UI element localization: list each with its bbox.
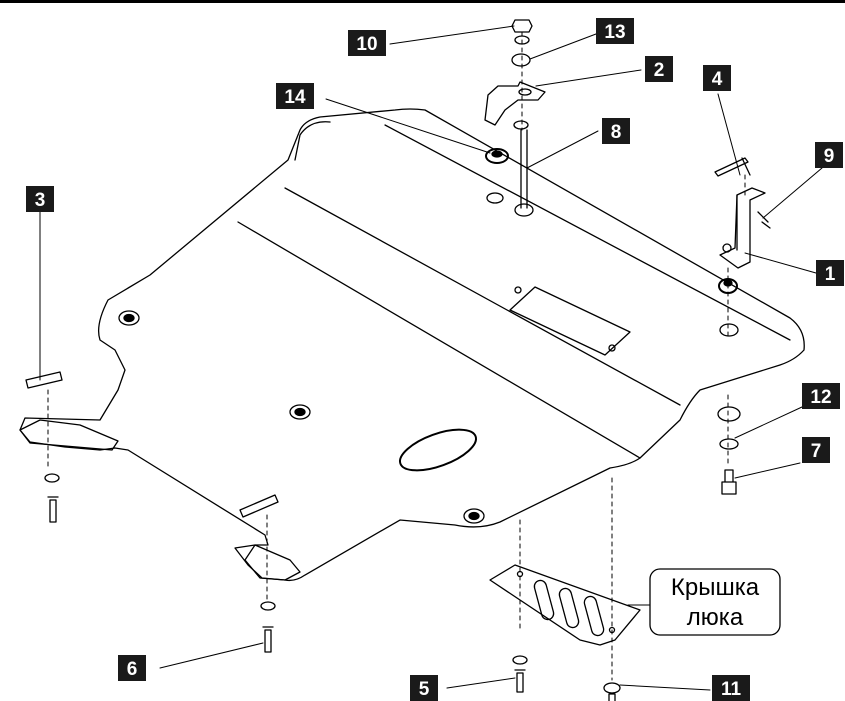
- grommet-14: [485, 148, 509, 164]
- washer-6: [260, 601, 276, 611]
- bolt-left: [47, 496, 59, 523]
- callout-11: 11: [712, 675, 750, 701]
- callout-13: 13: [596, 18, 634, 44]
- callout-6: 6: [118, 655, 146, 681]
- washer-11: [603, 682, 621, 694]
- washer-5: [512, 655, 528, 665]
- bracket-3: [25, 371, 63, 389]
- callout-10: 10: [348, 30, 386, 56]
- washer-12: [719, 438, 739, 450]
- callout-5: 5: [410, 675, 438, 701]
- bolt-11: [608, 693, 616, 701]
- callout-3: 3: [26, 186, 54, 212]
- callout-2: 2: [645, 56, 673, 82]
- callout-12: 12: [802, 383, 840, 409]
- svg-text:14: 14: [284, 87, 306, 108]
- grommet-front: [463, 508, 485, 524]
- svg-text:1: 1: [825, 264, 836, 285]
- svg-text:6: 6: [127, 659, 138, 680]
- callout-8: 8: [602, 118, 630, 144]
- plate-hatch-opening: [509, 286, 631, 356]
- plate-rear-lip: [294, 121, 331, 161]
- svg-text:13: 13: [604, 22, 625, 43]
- washer-below-bracket: [513, 120, 529, 130]
- svg-text:11: 11: [721, 679, 742, 700]
- grommet-center: [289, 404, 311, 420]
- grommet-left: [118, 310, 140, 326]
- nut-10: [511, 19, 533, 33]
- hatch-note-line-2: люка: [687, 604, 744, 631]
- stud-8: [520, 129, 528, 209]
- svg-text:10: 10: [356, 34, 377, 55]
- svg-text:3: 3: [35, 190, 46, 211]
- svg-text:2: 2: [654, 60, 665, 81]
- washer-13: [511, 53, 531, 67]
- skid-plate-outline: [19, 108, 805, 582]
- pin-4: [714, 157, 751, 177]
- bolt-9: [757, 211, 771, 229]
- svg-text:12: 12: [810, 387, 831, 408]
- washer-left: [44, 473, 60, 483]
- stud-base: [514, 203, 534, 217]
- svg-text:7: 7: [811, 441, 822, 462]
- callout-14: 14: [276, 83, 314, 109]
- callout-9: 9: [815, 142, 843, 168]
- bolt-6: [262, 626, 274, 653]
- svg-text:9: 9: [824, 146, 835, 167]
- washer-12-large: [717, 406, 741, 422]
- bracket-2: [484, 81, 546, 126]
- svg-text:4: 4: [712, 69, 723, 90]
- hatch-note-line-1: Крышка: [671, 574, 760, 601]
- bracket-1: [719, 187, 766, 269]
- bolt-5: [514, 669, 526, 693]
- svg-text:8: 8: [611, 122, 622, 143]
- left-rear-flap: [234, 544, 301, 581]
- callout-1: 1: [816, 260, 844, 286]
- plate-fold-line-3: [384, 124, 791, 341]
- hatch-note: Крышка люка: [649, 568, 781, 636]
- plate-fold-line-2: [237, 221, 641, 459]
- svg-text:5: 5: [419, 679, 430, 700]
- callout-4: 4: [703, 65, 731, 91]
- rear-bracket: [239, 494, 279, 518]
- rear-hole: [486, 192, 504, 204]
- top-border: [0, 0, 845, 3]
- bolt-7: [721, 469, 737, 495]
- callout-7: 7: [802, 437, 830, 463]
- left-front-flap: [19, 419, 119, 451]
- oval-cutout: [399, 428, 477, 472]
- plate-fold-line-1: [284, 187, 681, 406]
- hatch-cover: [489, 564, 641, 646]
